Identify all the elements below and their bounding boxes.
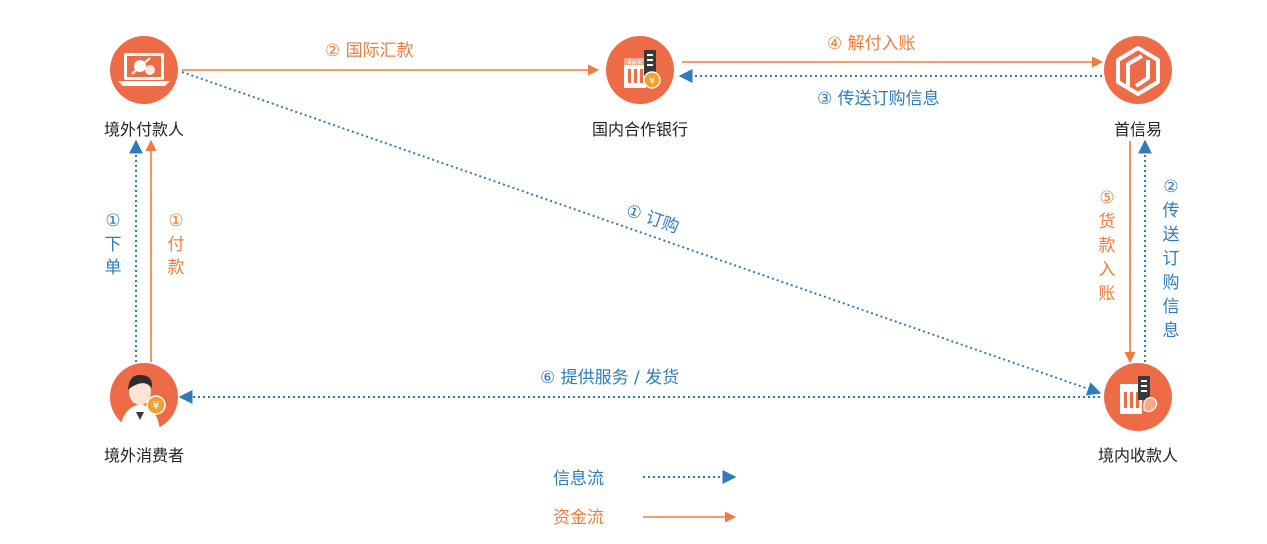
flow-pay-char: ① [168,211,183,231]
node-bank: Bank ¥ [606,36,674,104]
flow-goods-credit-label: ⑤ 货 款 入 账 [1099,188,1116,304]
flow-pay-char: 付 [168,235,185,255]
legend-info-label: 信息流 [553,469,604,489]
flow-place-order-label: ① 下 单 [105,211,122,278]
flow-send-order-platform-char: 息 [1163,321,1180,341]
flow-intl-remit-label: ② 国际汇款 [325,41,414,61]
flow-goods-credit-char: 货 [1099,212,1116,232]
node-platform [1104,36,1172,104]
svg-text:Bank: Bank [627,59,643,66]
consumer-avatar-icon: ¥ [120,374,166,431]
svg-text:¥: ¥ [153,399,160,412]
flow-settle-label: ④ 解付入账 [827,34,916,54]
flow-provide-service-label: ⑥ 提供服务 / 发货 [540,368,679,388]
flow-goods-credit-char: ⑤ [1099,188,1114,208]
flow-send-order-platform-char: 信 [1163,297,1180,317]
flow-goods-credit-char: 款 [1099,236,1116,256]
node-consumer: ¥ [110,363,178,431]
flow-pay-char: 款 [168,258,185,278]
merchant-building-icon [1120,376,1158,414]
flow-place-order-char: 单 [105,258,122,278]
node-payer-label: 境外付款人 [104,120,184,139]
flow-goods-credit-char: 入 [1099,260,1116,280]
legend: 信息流 资金流 [553,469,737,528]
flow-order-label: ① 订购 [623,201,681,238]
flow-send-order-platform-char: 传 [1163,201,1180,221]
flow-send-order-platform-label: ② 传 送 订 购 信 息 [1163,177,1180,341]
flow-goods-credit-char: 账 [1099,284,1116,304]
legend-money-label: 资金流 [553,508,604,528]
flow-send-order-platform-char: 订 [1163,249,1180,269]
node-consumer-label: 境外消费者 [104,446,184,465]
payeasy-logo-icon [1116,46,1160,96]
flow-send-order-bank-label: ③ 传送订购信息 [817,89,940,109]
flow-send-order-platform-char: 购 [1163,273,1180,293]
laptop-payment-icon [118,53,170,86]
node-receiver-label: 境内收款人 [1098,446,1178,465]
flow-place-order-char: ① [105,211,120,231]
flow-place-order-char: 下 [105,235,122,255]
flow-order-line [181,71,1102,396]
bank-building-icon: Bank ¥ [624,50,661,89]
node-payer [110,36,178,104]
flow-pay-label: ① 付 款 [168,211,185,278]
flow-send-order-platform-char: 送 [1163,225,1180,245]
node-platform-label: 首信易 [1114,120,1162,139]
node-bank-label: 国内合作银行 [592,120,688,139]
flow-send-order-platform-char: ② [1163,177,1178,197]
node-receiver [1104,363,1172,431]
svg-text:¥: ¥ [649,76,655,87]
